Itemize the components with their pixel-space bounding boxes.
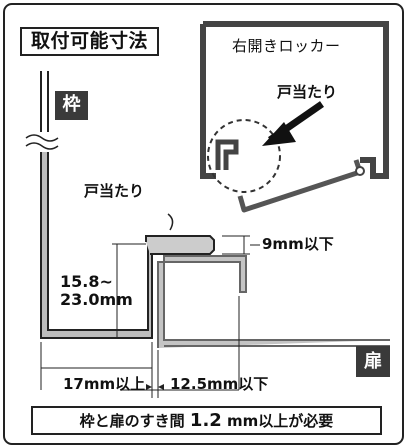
gap-value: 1.2 [189,410,222,431]
dim-horizontal [40,296,240,398]
gap-prefix: 枠と扉のすき間 [79,412,185,430]
door-profile [157,255,390,348]
door-offset-label: 12.5mm以下 [170,375,269,393]
door-stop-profile [145,235,215,255]
door-stop-label-top: 戸当たり [277,83,338,101]
dim-stop-height [222,235,260,255]
stop-height-label: 9mm以下 [262,235,334,253]
frame-width-label: 17mm以上 [63,375,146,393]
depth-label-line2: 23.0mm [60,290,133,309]
locker-label: 右開きロッカー [232,37,341,55]
depth-label-line1: 15.8~ [60,272,113,291]
gap-requirement-note: 枠と扉のすき間 1.2 mm以上が必要 [31,406,382,435]
magnify-circle [207,119,281,193]
door-tag: 扉 [356,346,390,377]
depth-label: 15.8~ 23.0mm [60,273,133,309]
frame-tag: 枠 [55,91,88,120]
door-stop-label-mid: 戸当たり [84,182,145,200]
page-title: 取付可能寸法 [20,27,159,56]
pointer-arrow-icon [262,101,324,146]
dim-depth [112,243,146,338]
gap-suffix: mm以上が必要 [227,412,334,430]
locker-outline [200,21,389,213]
outer-frame [3,3,404,445]
